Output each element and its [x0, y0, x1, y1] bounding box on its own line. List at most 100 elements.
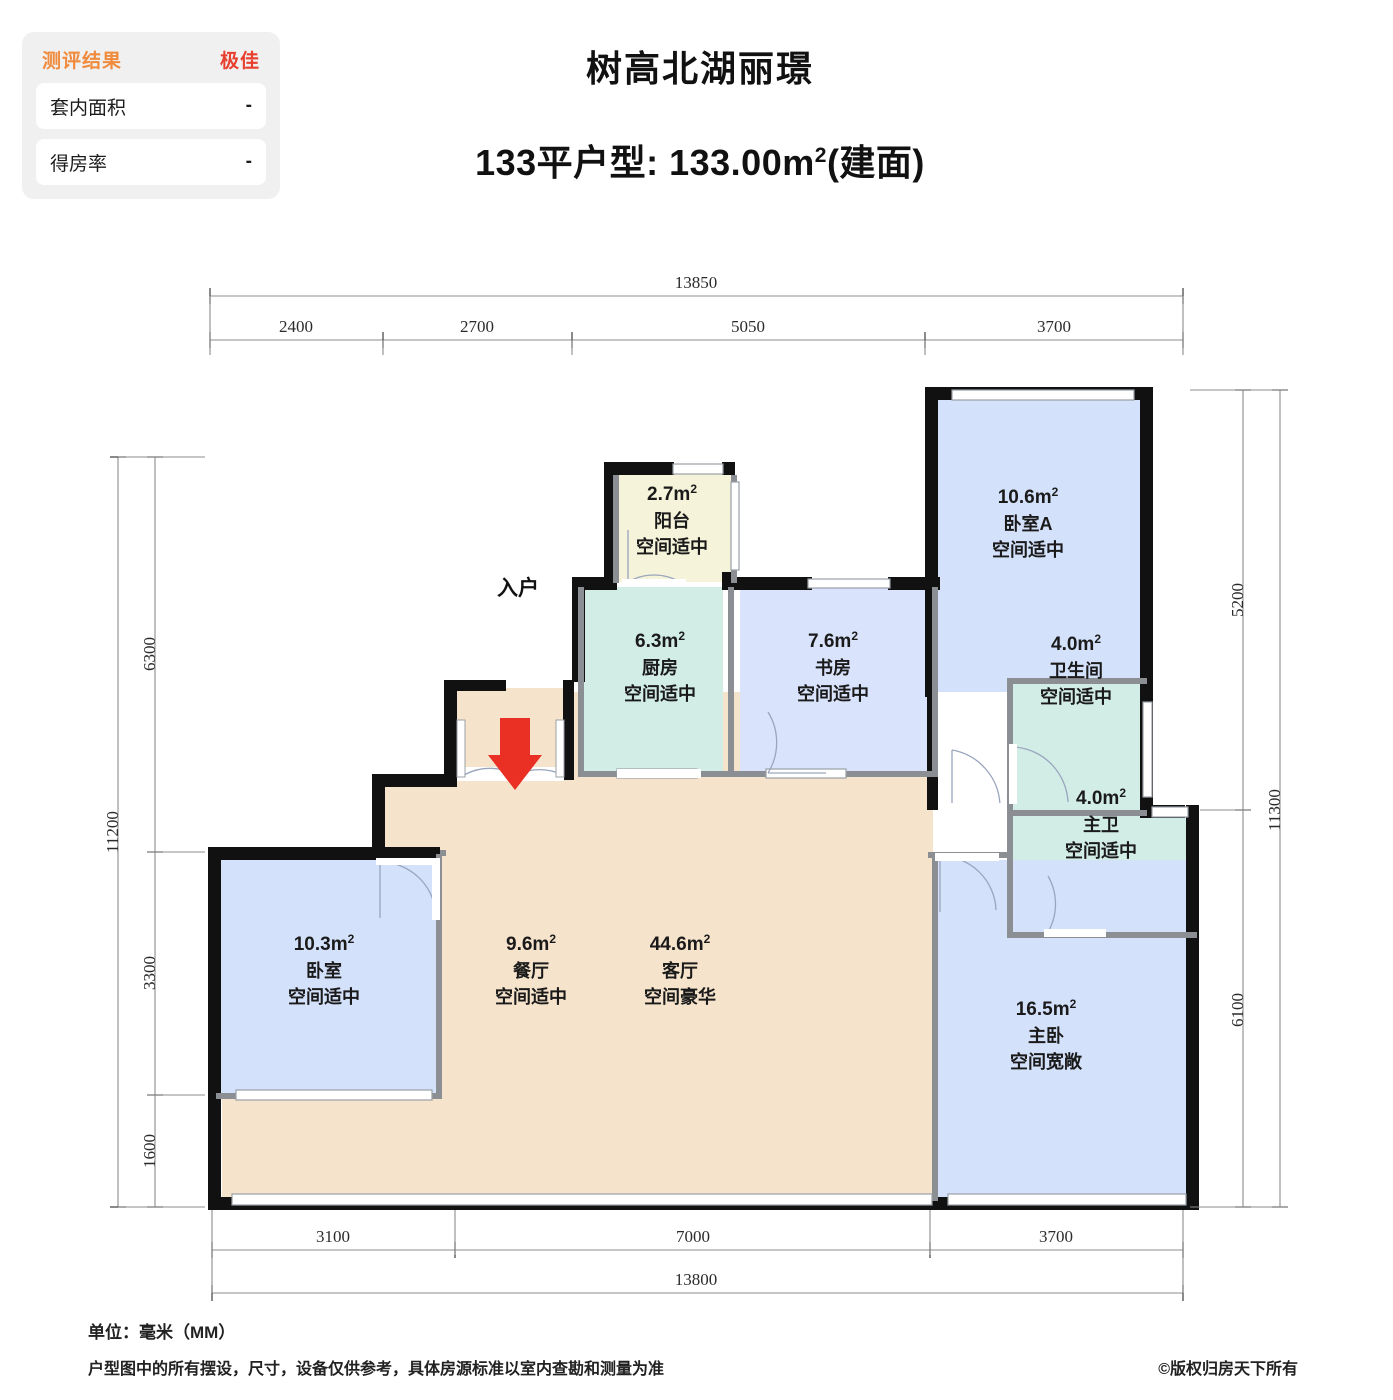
bedroom-a-area-sup: 2 [1052, 485, 1059, 499]
door-entry-jamb-right [555, 719, 565, 778]
room-label-balcony: 2.7m2 阳台 空间适中 [636, 482, 708, 557]
window-master-bath-top [1151, 806, 1189, 818]
svg-text:10.3m2: 10.3m2 [294, 932, 355, 955]
svg-text:44.6m2: 44.6m2 [650, 932, 711, 955]
dim-bottom-total: 13800 [675, 1270, 718, 1289]
bathroom-comment: 空间适中 [1040, 686, 1112, 707]
wall-step-horiz-1 [372, 774, 457, 787]
thinwall-kitchen-study [728, 587, 734, 777]
eval-row-usable-rate: 得房率 - [36, 139, 266, 185]
room-label-master-bath: 4.0m2 主卫 空间适中 [1065, 786, 1137, 861]
study-comment: 空间适中 [797, 683, 869, 704]
master-bed-area: 16.5m [1016, 999, 1070, 1020]
room-fill-master-bed [932, 860, 1191, 1210]
wall-balcony-top-left [604, 462, 674, 475]
room-label-bedroom-a: 10.6m2 卧室A 空间适中 [992, 485, 1064, 560]
door-master-bed-opening [935, 853, 999, 861]
master-bed-area-sup: 2 [1070, 997, 1077, 1011]
door-bedroom-jamb [432, 862, 440, 920]
door-master-bath-swing [1047, 875, 1057, 933]
wall-kitchen-study-top [722, 577, 812, 590]
balcony-comment: 空间适中 [636, 536, 708, 557]
svg-text:4.0m2: 4.0m2 [1051, 632, 1101, 655]
dim-top-seg-1: 2400 [279, 317, 313, 336]
room-label-bedroom: 10.3m2 卧室 空间适中 [288, 932, 360, 1007]
dimension-right: 5200 6100 11300 [1190, 389, 1288, 1208]
bedroom-a-area: 10.6m [998, 487, 1052, 508]
dim-top-total: 13850 [675, 273, 718, 292]
svg-text:4.0m2: 4.0m2 [1076, 786, 1126, 809]
dim-top-seg-4: 3700 [1037, 317, 1071, 336]
window-bedroom-a-top [951, 389, 1135, 401]
subtitle-prefix: 133平户型: 133.00m [475, 142, 815, 183]
balcony-area-sup: 2 [690, 482, 697, 496]
unit-note: 单位：毫米（MM） [88, 1323, 236, 1342]
window-study-top [807, 578, 891, 589]
disclaimer-text: 户型图中的所有摆设，尺寸，设备仅供参考，具体房源标准以室内查勘和测量为准 [88, 1361, 665, 1378]
room-fill-balcony [613, 472, 731, 582]
dining-name: 餐厅 [512, 960, 549, 981]
room-label-dining: 9.6m2 餐厅 空间适中 [495, 932, 567, 1007]
thinwall-bathroom-top [1007, 678, 1147, 684]
kitchen-name: 厨房 [642, 657, 678, 678]
svg-text:2.7m2: 2.7m2 [647, 482, 697, 505]
evaluation-card: 测评结果 极佳 套内面积 - 得房率 - [22, 32, 280, 199]
window-bedroom-bottom [235, 1089, 433, 1101]
eval-row-inner-area: 套内面积 - [36, 83, 266, 129]
entry-label: 入户 [497, 576, 539, 600]
bedroom-area-sup: 2 [348, 932, 355, 946]
thinwall-master-bath-left [1007, 816, 1013, 938]
living-area-sup: 2 [704, 932, 711, 946]
master-bath-area: 4.0m [1076, 788, 1119, 809]
door-study-swing [767, 711, 778, 774]
window-master-bed-bottom [947, 1193, 1187, 1206]
door-balcony-opening [622, 579, 686, 586]
bathroom-area-sup: 2 [1094, 632, 1101, 646]
bathroom-area: 4.0m [1051, 634, 1094, 655]
study-name: 书房 [815, 657, 851, 678]
wall-step-horiz-2 [444, 680, 506, 691]
copyright-text: ©版权归房天下所有 [1158, 1361, 1298, 1378]
door-bathroom-swing [1014, 746, 1069, 803]
door-entry-jamb-left [456, 719, 466, 778]
bathroom-name: 卫生间 [1049, 660, 1103, 681]
wall-bedroom-a-right [1140, 387, 1153, 697]
subtitle-suffix: (建面) [826, 142, 925, 183]
thinwall-bedroom-right [436, 854, 442, 1099]
room-fill-bedroom [216, 855, 438, 1095]
room-fill-bathroom [1013, 682, 1141, 810]
door-master-bath-opening [1044, 929, 1106, 937]
floorplan-drawing: 入户 2.7m2 阳台 空间适中 6.3m 2 厨房 空间适中 7.6m2 书房 … [103, 273, 1288, 1301]
thinwall-bathroom-bottom [1007, 810, 1147, 816]
kitchen-area: 6.3m [635, 631, 678, 652]
kitchen-comment: 空间适中 [624, 683, 696, 704]
wall-left-exterior [208, 847, 221, 1210]
floorplan-container: 入户 2.7m2 阳台 空间适中 6.3m 2 厨房 空间适中 7.6m2 书房 … [0, 250, 1393, 1320]
svg-text:10.6m2: 10.6m2 [998, 485, 1059, 508]
eval-value-usable-rate: - [245, 151, 252, 172]
entry-arrow-icon [488, 718, 542, 790]
dim-right-seg-1: 5200 [1228, 583, 1247, 617]
master-bath-comment: 空间适中 [1065, 840, 1137, 861]
page-subtitle: 133平户型: 133.00m2(建面) [300, 134, 1100, 186]
room-label-study: 7.6m2 书房 空间适中 [797, 629, 869, 704]
study-area-sup: 2 [851, 629, 858, 643]
evaluation-header: 测评结果 极佳 [36, 42, 266, 83]
dim-left-seg-2: 3300 [140, 956, 159, 990]
dim-bottom-seg-2: 7000 [676, 1227, 710, 1246]
window-balcony-right [730, 481, 740, 571]
door-kitchen-opening [617, 769, 701, 778]
dim-bottom-seg-1: 3100 [316, 1227, 350, 1246]
master-bath-area-sup: 2 [1119, 786, 1126, 800]
wall-entry-right [563, 680, 574, 780]
wall-balcony-top-right-stub [722, 462, 735, 475]
room-fill-group [216, 397, 1191, 1210]
eval-value-inner-area: - [245, 95, 252, 116]
dimension-left: 11200 6300 3300 1600 [103, 456, 205, 1208]
balcony-name: 阳台 [654, 510, 690, 531]
thinwall-kitchen-left [578, 587, 584, 777]
dimension-top: 13850 2400 2700 5050 3700 [209, 273, 1184, 355]
dim-right-seg-2: 6100 [1228, 993, 1247, 1027]
dim-left-seg-3: 1600 [140, 1134, 159, 1168]
